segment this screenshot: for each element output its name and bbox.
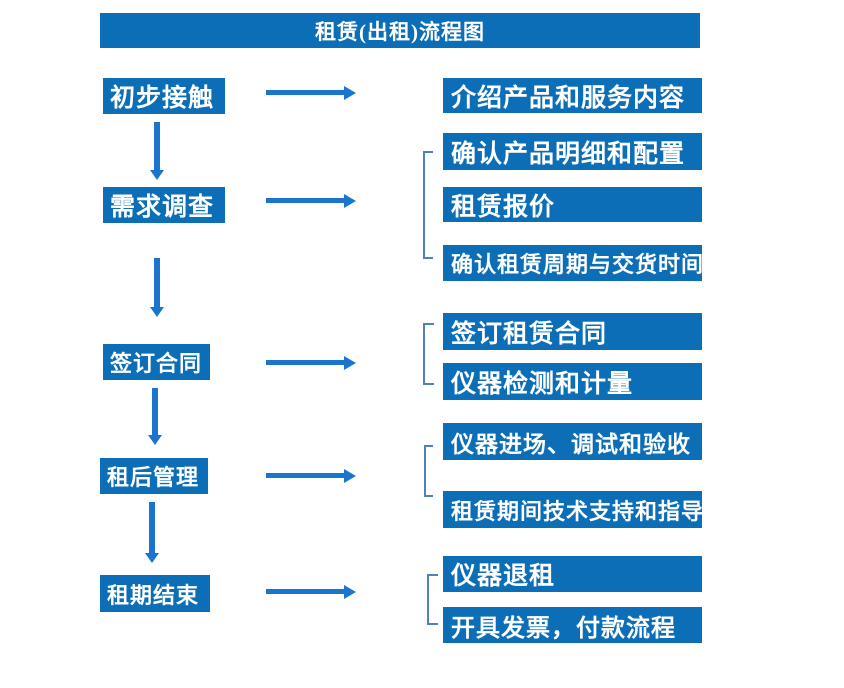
- step-label: 租期结束: [107, 582, 200, 608]
- down-arrow-icon-2: [150, 258, 164, 317]
- step-post-rental-management: 租后管理: [100, 458, 208, 494]
- detail-label: 开具发票，付款流程: [451, 615, 676, 642]
- down-arrow-icon-1: [150, 122, 164, 180]
- detail-confirm-product-config: 确认产品明细和配置: [443, 133, 702, 170]
- group-bracket-sign-contract: [423, 323, 434, 385]
- group-bracket-rental-end: [427, 574, 438, 625]
- detail-label: 租赁报价: [451, 193, 556, 221]
- down-arrow-icon-4: [145, 502, 159, 563]
- detail-label: 介绍产品和服务内容: [451, 84, 686, 112]
- detail-label: 确认租赁周期与交货时间: [451, 252, 705, 277]
- detail-instrument-testing: 仪器检测和计量: [443, 363, 702, 400]
- detail-confirm-rental-period: 确认租赁周期与交货时间: [443, 245, 705, 281]
- detail-label: 仪器退租: [451, 563, 556, 590]
- detail-label: 签订租赁合同: [451, 320, 608, 348]
- right-arrow-icon-5: [266, 585, 356, 599]
- detail-instrument-return: 仪器退租: [443, 556, 702, 592]
- right-arrow-icon-3: [266, 356, 356, 370]
- right-arrow-icon-4: [266, 469, 356, 483]
- right-arrow-icon-1: [266, 86, 356, 100]
- step-sign-contract: 签订合同: [103, 344, 210, 380]
- detail-label: 仪器检测和计量: [451, 370, 634, 398]
- down-arrow-icon-3: [148, 388, 162, 445]
- detail-invoice-payment: 开具发票，付款流程: [443, 607, 702, 643]
- step-label: 租后管理: [107, 465, 200, 490]
- group-bracket-demand-survey: [423, 151, 433, 259]
- step-demand-survey: 需求调查: [103, 187, 225, 223]
- detail-label: 确认产品明细和配置: [451, 140, 686, 168]
- right-arrow-icon-2: [266, 194, 356, 208]
- detail-sign-rental-contract: 签订租赁合同: [443, 313, 702, 350]
- step-label: 初步接触: [110, 85, 215, 112]
- group-bracket-post-rental: [424, 445, 433, 497]
- step-label: 需求调查: [110, 194, 215, 221]
- page-title: 租赁(出租)流程图: [315, 19, 485, 44]
- detail-label: 租赁期间技术支持和指导: [451, 498, 705, 524]
- detail-rental-tech-support: 租赁期间技术支持和指导: [443, 491, 705, 528]
- detail-instrument-entry-acceptance: 仪器进场、调试和验收: [443, 423, 702, 460]
- step-initial-contact: 初步接触: [103, 78, 225, 114]
- title-bar: 租赁(出租)流程图: [100, 13, 700, 48]
- detail-rental-quote: 租赁报价: [443, 187, 702, 222]
- step-rental-end: 租期结束: [100, 575, 210, 612]
- step-label: 签订合同: [110, 351, 203, 376]
- detail-label: 仪器进场、调试和验收: [451, 431, 691, 457]
- detail-intro-products-services: 介绍产品和服务内容: [443, 78, 702, 113]
